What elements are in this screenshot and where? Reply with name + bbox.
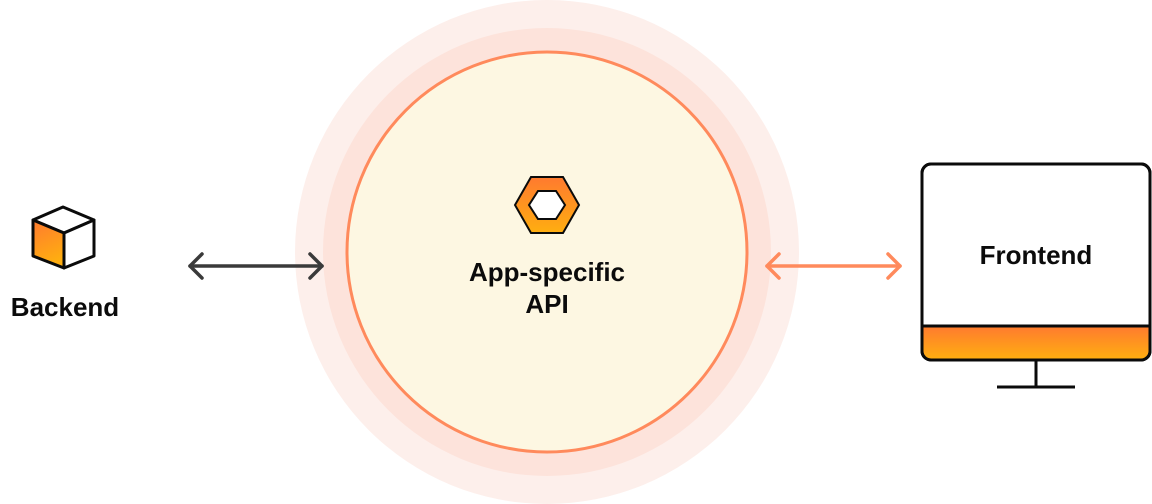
api-label-line-1: App-specific	[468, 257, 626, 287]
monitor-icon	[920, 162, 1152, 389]
api-core-circle[interactable]	[345, 50, 749, 454]
api-node-label: App-specific API	[397, 256, 697, 320]
hexagon-icon	[513, 176, 581, 234]
cube-icon	[31, 205, 96, 270]
api-label-line-2: API	[525, 289, 569, 319]
frontend-node-label: Frontend	[979, 240, 1093, 270]
backend-api-arrow	[188, 252, 324, 280]
api-node-rings	[295, 0, 799, 504]
api-frontend-arrow	[765, 252, 902, 280]
backend-node-label: Backend	[10, 292, 120, 322]
